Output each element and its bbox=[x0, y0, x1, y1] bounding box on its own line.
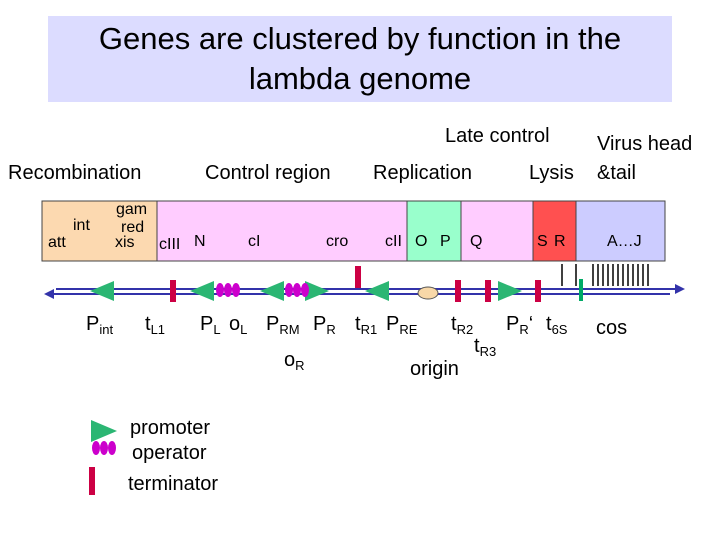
region-recombination: Recombination bbox=[8, 162, 142, 184]
promoter-pre bbox=[365, 281, 389, 301]
promoter-pr-prime bbox=[498, 281, 522, 301]
label-origin: origin bbox=[410, 358, 459, 380]
promoter-pl bbox=[190, 281, 214, 301]
gene-cii: cII bbox=[385, 233, 402, 250]
legend-operator: operator bbox=[132, 442, 207, 464]
label-or: oR bbox=[284, 349, 305, 373]
segment-replication bbox=[406, 200, 462, 262]
gene-ci: cI bbox=[248, 233, 261, 250]
label-tr2: tR2 bbox=[451, 313, 474, 337]
gene-ciii: cIII bbox=[159, 236, 181, 253]
legend-terminator: terminator bbox=[128, 473, 219, 495]
legend-promoter-icon bbox=[91, 420, 117, 442]
label-tl1: tL1 bbox=[145, 313, 166, 337]
operator-or bbox=[285, 283, 309, 297]
promoter-pr bbox=[305, 281, 329, 301]
gene-att: att bbox=[48, 234, 66, 251]
label-t6s: t6S bbox=[546, 313, 568, 337]
region-tail: &tail bbox=[597, 162, 636, 184]
label-prm: PRM bbox=[266, 313, 300, 337]
region-replication: Replication bbox=[373, 162, 472, 184]
legend-operator-icon bbox=[92, 441, 116, 455]
segment-head-tail bbox=[575, 200, 666, 262]
gene-gam: gam bbox=[116, 201, 148, 218]
segment-recombination bbox=[41, 200, 158, 262]
gene-q: Q bbox=[470, 233, 483, 250]
segment-control bbox=[156, 200, 408, 262]
cos-marker bbox=[579, 279, 583, 301]
gene-n: N bbox=[194, 233, 206, 250]
label-pr-prime: PR‘ bbox=[506, 313, 534, 337]
terminator-tl1 bbox=[170, 280, 176, 302]
promoter-pint bbox=[90, 281, 114, 301]
origin-marker bbox=[417, 286, 439, 300]
label-cos: cos bbox=[596, 317, 628, 339]
region-lysis: Lysis bbox=[529, 162, 574, 184]
operator-ol bbox=[216, 283, 240, 297]
label-ol: oL bbox=[229, 313, 248, 337]
legend-promoter: promoter bbox=[130, 417, 211, 439]
promoter-prm bbox=[260, 281, 284, 301]
segment-late-control bbox=[460, 200, 534, 262]
title-line-2: lambda genome bbox=[248, 61, 472, 96]
title-box: Genes are clustered by function in the l… bbox=[48, 16, 672, 102]
label-tr1: tR1 bbox=[355, 313, 378, 337]
segment-lysis bbox=[532, 200, 577, 262]
region-virus-head: Virus head bbox=[597, 133, 693, 155]
gene-xis: xis bbox=[115, 234, 135, 251]
title-line-1: Genes are clustered by function in the bbox=[98, 21, 622, 56]
legend-terminator-icon bbox=[89, 467, 95, 495]
terminator-t6s bbox=[535, 280, 541, 302]
label-pr: PR bbox=[313, 313, 336, 337]
terminator-tr3 bbox=[485, 280, 491, 302]
label-pl: PL bbox=[200, 313, 221, 337]
gene-p: P bbox=[440, 233, 451, 250]
gene-int: int bbox=[73, 217, 90, 234]
gene-cro: cro bbox=[326, 233, 349, 250]
label-pint: Pint bbox=[86, 313, 114, 337]
terminator-tr2 bbox=[455, 280, 461, 302]
region-late-control: Late control bbox=[445, 125, 550, 147]
region-control: Control region bbox=[205, 162, 331, 184]
gene-s: S bbox=[537, 233, 548, 250]
gene-o: O bbox=[415, 233, 428, 250]
terminator-tr1 bbox=[355, 266, 361, 288]
label-tr3: tR3 bbox=[474, 335, 497, 359]
gene-r: R bbox=[554, 233, 566, 250]
label-pre: PRE bbox=[386, 313, 418, 337]
gene-a-j: A…J bbox=[607, 233, 642, 250]
head-tail-gene-ticks bbox=[561, 264, 649, 286]
gene-red: red bbox=[121, 219, 145, 236]
